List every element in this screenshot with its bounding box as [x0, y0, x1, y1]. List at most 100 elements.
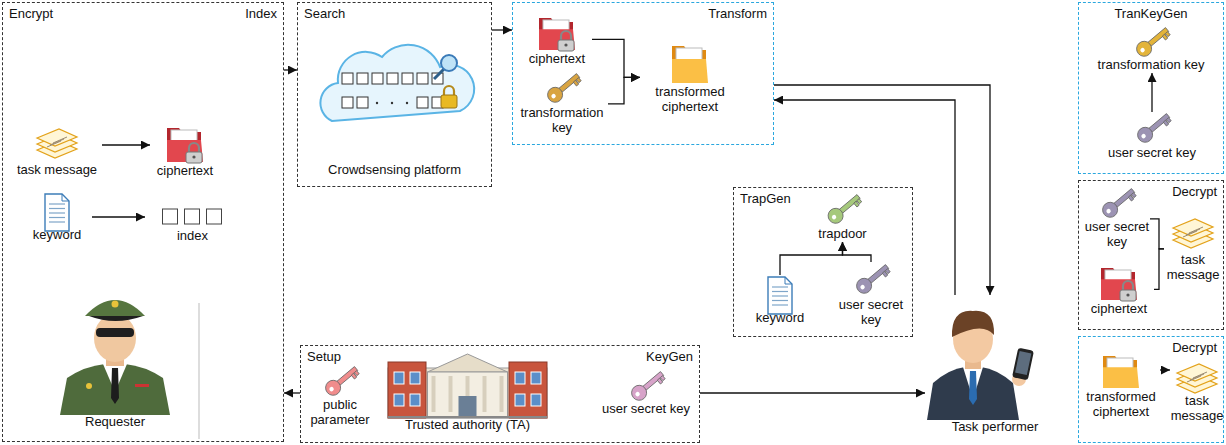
key-icon [598, 372, 694, 402]
icon-label: public parameter [305, 398, 375, 428]
icon-label: user secret key [1084, 220, 1150, 250]
connector-arrow [700, 392, 925, 393]
icon-label: trapdoor [805, 227, 880, 242]
icon-label: transformation key [1092, 58, 1210, 73]
connector-arrow [1160, 369, 1170, 370]
ciphertext-icon [1084, 262, 1154, 302]
cloud-illustration [298, 3, 491, 186]
process-group: TrapGen trapdoor keyword user secret key [733, 187, 913, 337]
group-heading: Transform [708, 7, 767, 22]
ciphertext-icon [1082, 350, 1160, 390]
keyword-icon: keyword [22, 192, 92, 243]
icon-label: keyword [745, 311, 815, 326]
key-icon: transformation key [1092, 28, 1210, 73]
group-heading: TrapGen [740, 192, 791, 207]
ciphertext-icon: ciphertext [1084, 262, 1154, 317]
icon-label: Requester [40, 415, 190, 430]
process-group: SearchCrowdsensing platform [297, 2, 492, 187]
icon-label: user secret key [598, 402, 694, 417]
index-icon: index [145, 205, 240, 244]
authority-building: Trusted authority (TA) [380, 352, 555, 433]
actor-figure: Requester [40, 280, 190, 430]
connector-arrow [1150, 219, 1164, 249]
icon-label: transformed ciphertext [640, 85, 740, 115]
keyword-icon [22, 192, 92, 228]
connector-arrow [592, 39, 640, 77]
icon-label: user secret key [1100, 146, 1204, 161]
connector-arrow [774, 100, 955, 295]
ciphertext-icon [150, 122, 220, 164]
connector-arrow [92, 216, 145, 217]
key-icon: user secret key [1084, 188, 1150, 250]
icon-label: transformation key [516, 106, 608, 136]
key-icon: user secret key [598, 372, 694, 417]
connector-arrow [102, 144, 150, 145]
key-icon [516, 72, 608, 106]
ciphertext-icon: transformed ciphertext [1082, 350, 1160, 420]
process-group: TranKeyGen transformation key user secret … [1078, 2, 1224, 174]
icon-label: task message [12, 163, 102, 178]
key-icon [1084, 188, 1150, 220]
message-icon [1170, 360, 1224, 394]
connector-arrow [843, 242, 872, 262]
process-group: Decrypttransformed ciphertexttask messag… [1078, 336, 1224, 443]
process-group: Transform ciphertext transformation key tra… [512, 2, 774, 145]
message-icon: task message [1164, 215, 1222, 283]
key-icon [835, 262, 907, 298]
connector-arrow [284, 392, 300, 393]
icon-label: ciphertext [522, 52, 592, 67]
key-icon [805, 193, 880, 227]
process-group: Encrypt Index task message ciphertext keywor… [2, 2, 284, 442]
group-heading: Crowdsensing platform [328, 163, 461, 178]
icon-label: Trusted authority (TA) [380, 418, 555, 433]
key-icon [1092, 28, 1210, 58]
key-icon [1100, 112, 1204, 146]
ciphertext-icon: transformed ciphertext [640, 40, 740, 115]
icon-label: transformed ciphertext [1082, 390, 1160, 420]
icon-label: Task performer [925, 420, 1065, 435]
actor-figure: Task performer [925, 295, 1065, 435]
process-group: Setup KeyGen public parameterTrusted autho… [300, 345, 700, 443]
key-icon [305, 366, 375, 398]
icon-label: task message [1170, 394, 1224, 424]
group-heading: KeyGen [646, 350, 693, 365]
icon-label: keyword [22, 228, 92, 243]
message-icon [12, 125, 102, 163]
group-heading: Index [245, 7, 277, 22]
actor-figure [40, 280, 190, 415]
connector-arrow [780, 242, 843, 275]
key-icon: trapdoor [805, 193, 880, 242]
icon-label: ciphertext [150, 164, 220, 179]
connector-arrow [1154, 249, 1164, 290]
keyword-icon: keyword [745, 275, 815, 326]
ciphertext-icon [522, 12, 592, 52]
index-icon [145, 205, 240, 229]
connector-arrow [1151, 73, 1152, 112]
icon-label: task message [1164, 253, 1222, 283]
key-icon: user secret key [835, 262, 907, 328]
keyword-icon [745, 275, 815, 311]
connector-arrow [774, 85, 990, 295]
connector-arrow [492, 29, 512, 30]
ciphertext-icon: ciphertext [522, 12, 592, 67]
key-icon: public parameter [305, 366, 375, 428]
connector-arrow [608, 77, 640, 104]
message-icon: task message [1170, 360, 1224, 424]
icon-label: user secret key [835, 298, 907, 328]
group-heading: Encrypt [9, 7, 53, 22]
icon-label: index [145, 229, 240, 244]
message-icon: task message [12, 125, 102, 178]
key-icon: user secret key [1100, 112, 1204, 161]
group-heading: Setup [307, 350, 341, 365]
group-heading: Search [304, 7, 345, 22]
group-heading: TranKeyGen [1079, 7, 1223, 22]
group-heading: Decrypt [1172, 185, 1217, 200]
actor-figure [925, 295, 1065, 420]
ciphertext-icon: ciphertext [150, 122, 220, 179]
process-group: Decrypt user secret key ciphertext task mes… [1078, 180, 1224, 330]
connector-arrow [284, 69, 297, 70]
authority-building [380, 352, 555, 418]
message-icon [1164, 215, 1222, 253]
icon-label: ciphertext [1084, 302, 1154, 317]
